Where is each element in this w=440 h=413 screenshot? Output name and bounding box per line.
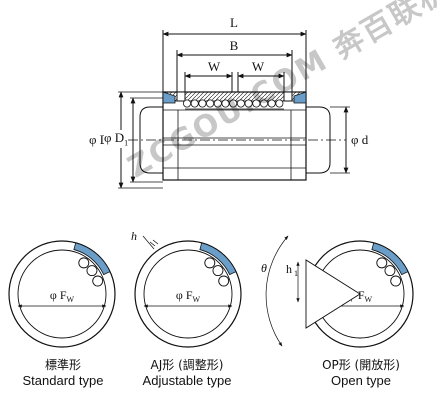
ball [204, 257, 216, 269]
theta-arc [265, 235, 289, 347]
shaft-left [139, 106, 163, 174]
ball [212, 265, 224, 277]
ball [267, 99, 276, 108]
ball [376, 257, 388, 269]
caption-standard-zh: 標準形 [44, 358, 81, 372]
fw-label: φ FW [176, 288, 201, 304]
inner-ring [17, 249, 107, 339]
section-open: φ FW [265, 235, 414, 348]
ball [182, 99, 191, 108]
caption-adjustable-en: Adjustable type [142, 373, 232, 388]
label-phi-d: φ d [351, 132, 369, 147]
seal-arc [371, 242, 409, 276]
label-phi-D1-main: φ D [104, 130, 125, 145]
caption-adjustable: AJ形 (調整形) Adjustable type [126, 358, 248, 388]
side-view [118, 30, 350, 189]
cross-sections: φ FW φ FW φ FW [8, 235, 414, 348]
seal-arc [73, 242, 111, 276]
seal-right [293, 91, 307, 104]
slit-mark [149, 239, 159, 247]
ball [252, 99, 261, 108]
seal-arc [199, 242, 237, 276]
fw-subscript: W [67, 295, 75, 304]
label-h: h [131, 229, 137, 243]
ball [218, 275, 230, 287]
section-adjustable: φ FW [134, 235, 242, 348]
label-theta: θ [261, 261, 267, 275]
seal-left [162, 91, 176, 104]
ball [236, 99, 245, 108]
ball [259, 99, 268, 108]
label-W1: W [208, 59, 221, 74]
ball [275, 99, 284, 108]
ball [384, 265, 396, 277]
ball-row [182, 99, 284, 108]
ball [206, 99, 215, 108]
caption-open-en: Open type [331, 373, 391, 388]
label-h1-sub: 1 [294, 269, 298, 278]
label-W2: W [252, 59, 265, 74]
caption-standard-en: Standard type [22, 373, 104, 388]
ball [198, 99, 207, 108]
label-h1: h [286, 262, 292, 276]
caption-adjustable-zh: AJ形 (調整形) [150, 358, 224, 372]
ball [229, 99, 238, 108]
ball [190, 99, 199, 108]
label-phi-D1-text: φ D1 [104, 130, 129, 148]
fw-subscript: W [193, 295, 201, 304]
ball [78, 257, 90, 269]
caption-open: OP形 (開放形) Open type [300, 358, 422, 388]
outer-ring [8, 240, 116, 348]
caption-standard: 標準形 Standard type [2, 358, 124, 388]
ball [244, 99, 253, 108]
inner-ring [143, 249, 233, 339]
ball [213, 99, 222, 108]
label-B: B [230, 38, 239, 53]
fw-subscript: W [365, 295, 373, 304]
label-phi-D1-sub: 1 [124, 138, 129, 148]
ball [92, 275, 104, 287]
ball [221, 99, 230, 108]
caption-open-zh: OP形 (開放形) [322, 358, 400, 372]
fw-label: φ FW [50, 288, 75, 304]
open-wedge [305, 259, 361, 329]
section-standard: φ FW [8, 240, 116, 348]
h-leader [142, 235, 155, 250]
ball [86, 265, 98, 277]
outer-ring [134, 240, 242, 348]
label-L: L [230, 15, 238, 30]
ball [390, 275, 402, 287]
